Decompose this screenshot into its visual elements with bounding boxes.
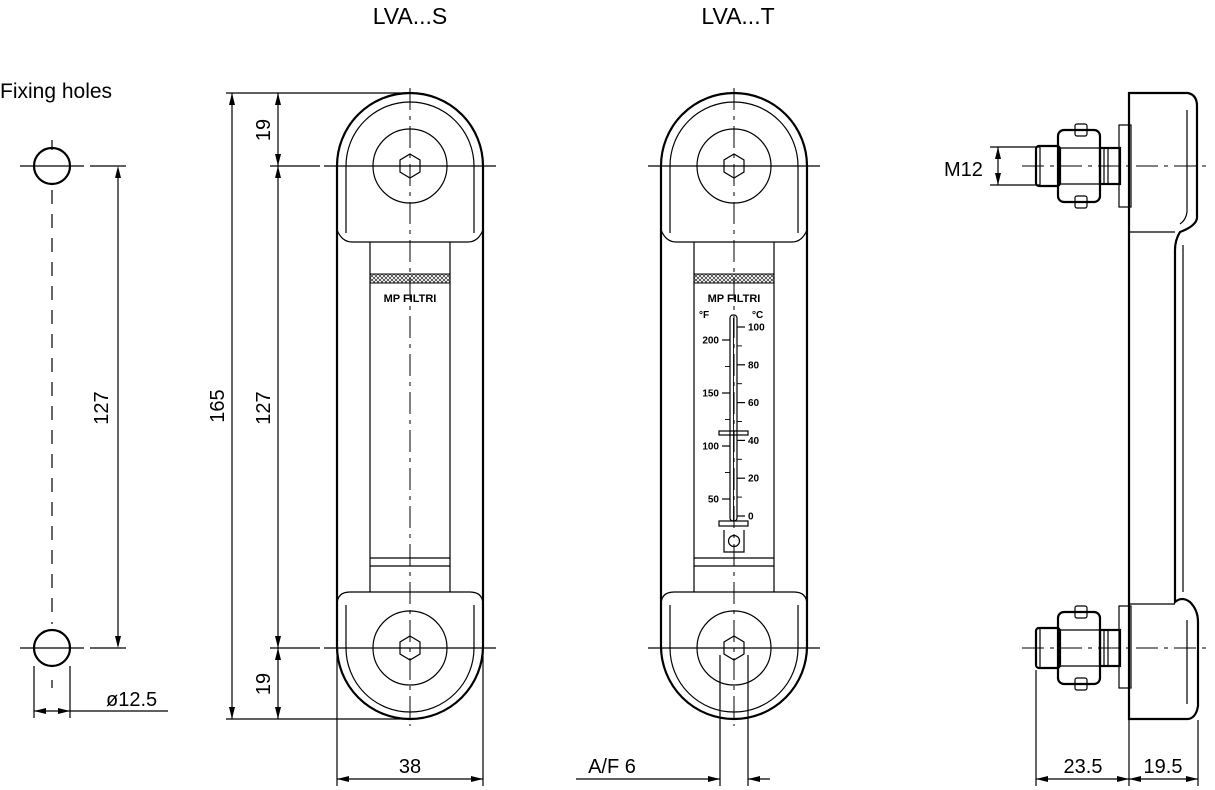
unit-fahrenheit: °F <box>699 310 709 321</box>
fahrenheit-tick-label: 200 <box>702 336 719 347</box>
fixing-holes-label: Fixing holes <box>0 80 112 103</box>
celsius-tick-label: 80 <box>748 360 760 371</box>
fahrenheit-tick-label: 50 <box>708 495 720 506</box>
dim-side-a: 23.5 <box>1064 756 1103 778</box>
dim-thread: M12 <box>944 159 983 181</box>
fahrenheit-scale: 200 150 100 50 <box>702 336 730 506</box>
side-view: M12 23.5 19.5 <box>944 91 1212 786</box>
title-lva-s: LVA...S <box>373 3 448 29</box>
dim-hole-spacing: 127 <box>91 391 113 424</box>
fahrenheit-tick-label: 150 <box>702 389 719 400</box>
celsius-scale: 100 80 60 40 20 0 <box>737 323 765 523</box>
fahrenheit-tick-label: 100 <box>702 442 719 453</box>
dim-side-b: 19.5 <box>1144 756 1183 778</box>
celsius-tick-label: 100 <box>748 323 765 334</box>
dim-across-flats: A/F 6 <box>588 756 636 778</box>
dim-end-top: 19 <box>253 119 275 141</box>
side-housing <box>1127 91 1200 721</box>
dim-center-spacing: 127 <box>253 391 275 424</box>
celsius-tick-label: 40 <box>748 436 760 447</box>
dim-hole-diameter: ø12.5 <box>106 689 157 711</box>
celsius-tick-label: 60 <box>748 398 760 409</box>
unit-celsius: °C <box>752 310 763 321</box>
dim-width: 38 <box>399 756 421 778</box>
celsius-tick-label: 20 <box>748 474 760 485</box>
title-lva-t: LVA...T <box>701 3 774 29</box>
celsius-tick-label: 0 <box>748 512 754 523</box>
dim-end-bottom: 19 <box>253 673 275 695</box>
dim-total-length: 165 <box>207 389 229 422</box>
lva-s-view: MP FILTRI 165 19 127 19 38 <box>207 88 496 786</box>
fixing-holes-view: 127 ø12.5 <box>20 140 168 718</box>
